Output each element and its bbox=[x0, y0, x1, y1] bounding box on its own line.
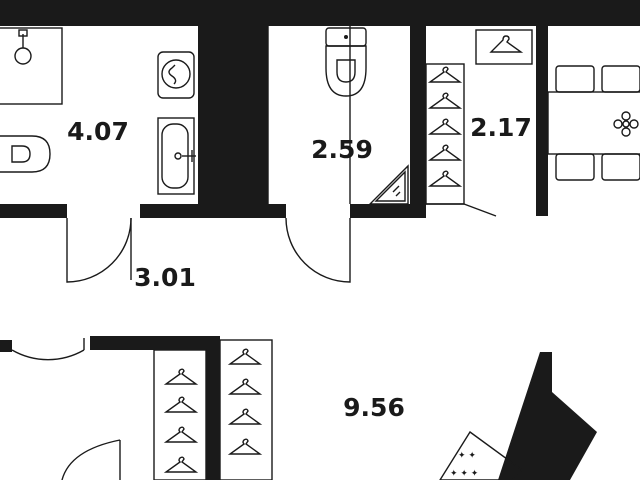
corner-shelf bbox=[368, 164, 409, 205]
top-wall bbox=[0, 0, 640, 26]
wc-bottom-wall-right bbox=[350, 204, 410, 218]
chair-icon bbox=[555, 153, 595, 181]
closet-fixtures bbox=[425, 29, 533, 217]
lower-door-2 bbox=[61, 439, 121, 480]
flower-icon bbox=[613, 111, 639, 137]
bathroom-bottom-wall-left bbox=[0, 204, 67, 218]
wc-toilet-icon bbox=[325, 45, 367, 97]
shower-drain-icon bbox=[14, 47, 32, 65]
bathroom-wc-wall bbox=[198, 26, 268, 218]
bathroom-door bbox=[66, 217, 132, 283]
room-area-room: 9.56 bbox=[343, 393, 405, 422]
sparkle-icon: ✦ ✦ bbox=[458, 451, 476, 461]
room-area-hallway: 3.01 bbox=[134, 263, 196, 292]
lower-left-wall-stub bbox=[0, 340, 12, 352]
bathroom-fixtures bbox=[0, 27, 196, 195]
closet-sliding-door bbox=[463, 203, 497, 217]
hanger-icon bbox=[427, 66, 463, 187]
closet-shelf-top bbox=[475, 29, 533, 65]
room-area-bathroom: 4.07 bbox=[67, 117, 129, 146]
lower-partition-top-wall bbox=[90, 336, 218, 350]
wc-closet-wall bbox=[410, 26, 426, 218]
lower-wardrobes bbox=[153, 339, 273, 480]
lower-partition-wall bbox=[206, 336, 220, 480]
wc-bottom-wall-left bbox=[268, 204, 286, 218]
closet-right-wall bbox=[536, 26, 548, 216]
wc-fixtures bbox=[267, 26, 409, 205]
hanger-icon bbox=[489, 35, 524, 53]
wc-door bbox=[285, 217, 351, 283]
toilet-icon bbox=[0, 135, 51, 173]
chair-icon bbox=[601, 153, 640, 181]
doors bbox=[11, 217, 351, 480]
sparkle-icon: ✦ ✦ ✦ bbox=[450, 469, 479, 479]
table-top bbox=[547, 91, 640, 155]
washing-machine-icon bbox=[157, 51, 195, 99]
wardrobe-left bbox=[153, 349, 207, 480]
room-area-closet: 2.17 bbox=[470, 113, 532, 142]
dining-table bbox=[547, 65, 640, 181]
wardrobe-right bbox=[219, 339, 273, 480]
lower-door bbox=[11, 349, 85, 361]
hanger-icon bbox=[163, 348, 263, 473]
bed-corner: ✦ ✦ ✦ ✦ ✦ bbox=[439, 430, 524, 480]
shower-tray bbox=[0, 27, 63, 105]
chair-icon bbox=[601, 65, 640, 93]
bed-icon bbox=[439, 430, 524, 480]
room-area-wc: 2.59 bbox=[311, 135, 373, 164]
angled-wall bbox=[498, 352, 597, 480]
chair-icon bbox=[555, 65, 595, 93]
